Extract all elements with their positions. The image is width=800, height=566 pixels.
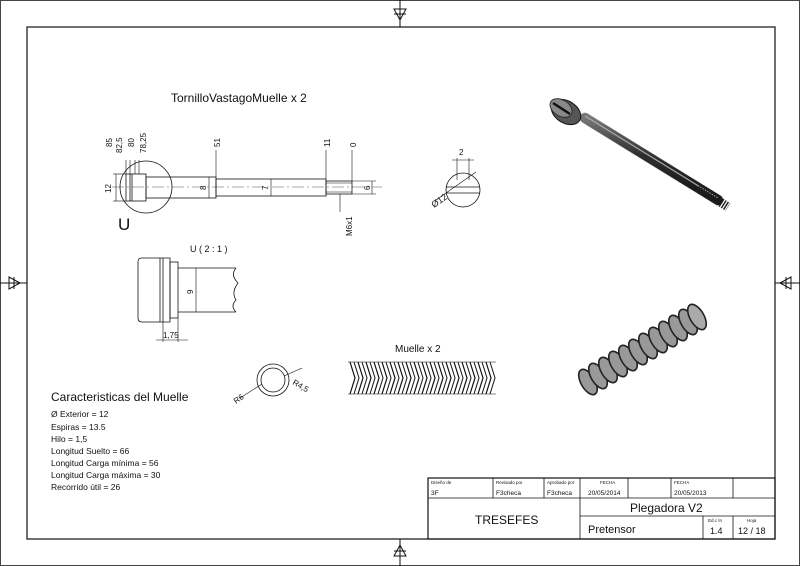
dim-11: 11 <box>323 138 332 147</box>
dim-ring-inner: R4,5 <box>291 378 311 395</box>
tb-value-fecha: 20/05/2013 <box>674 490 707 497</box>
dim-51: 51 <box>213 138 222 147</box>
tb-value-edicion: 1.4 <box>710 526 723 536</box>
characteristics-line: Longitud Suelto = 66 <box>51 446 129 456</box>
spring-isometric-render <box>577 303 708 396</box>
tb-value-revisado: F3checa <box>496 490 521 497</box>
characteristics-line: Recorrido útil = 26 <box>51 482 120 492</box>
screw-dimension-lines <box>113 150 376 212</box>
spring-end-view <box>239 363 303 399</box>
spring-side-view <box>348 361 496 395</box>
tb-value-diseno: 3F <box>431 490 439 497</box>
dim-82-5: 82,5 <box>115 137 124 153</box>
dim-slot: 2 <box>459 148 464 157</box>
tb-label-fecha: FECHA <box>674 480 689 485</box>
tb-label-diseno: Diseño de <box>431 480 452 485</box>
characteristics-line: Longitud Carga mínima = 56 <box>51 458 159 468</box>
tb-label-revisado: Revisado por <box>496 480 523 485</box>
tb-project: Plegadora V2 <box>630 501 703 515</box>
characteristics-line: Ø Exterior = 12 <box>51 409 109 419</box>
tb-value-hoja: 12 / 18 <box>738 526 766 536</box>
dim-thread: M6x1 <box>345 216 354 236</box>
characteristics-line: Longitud Carga máxima = 30 <box>51 470 161 480</box>
screw-isometric-render <box>549 98 731 211</box>
dim-dia-7: 7 <box>261 185 270 190</box>
characteristics-title: Caracteristicas del Muelle <box>51 390 189 404</box>
screw-side-view <box>112 160 382 214</box>
tb-value-fecha: 20/05/2014 <box>588 490 621 497</box>
dim-head-dia: Ø12 <box>429 192 449 210</box>
dim-ring-outer: R6 <box>232 392 246 406</box>
tb-label-aprobado: Aprobado por <box>547 480 575 485</box>
screw-title: TornilloVastagoMuelle x 2 <box>171 91 307 105</box>
dim-dia-8: 8 <box>199 185 208 190</box>
dim-dia-12: 12 <box>104 184 113 193</box>
tb-label-fecha: FECHA <box>600 480 615 485</box>
title-block <box>427 477 776 540</box>
characteristics-line: Hilo = 1,5 <box>51 434 87 444</box>
dim-dia-6: 6 <box>363 185 372 190</box>
characteristics-line: Espiras = 13.5 <box>51 422 106 432</box>
detail-callout: U <box>118 215 130 234</box>
tb-label-hoja: Hoja <box>747 518 757 523</box>
detail-u-view <box>137 257 239 342</box>
dim-78-25: 78,25 <box>139 132 148 153</box>
tb-company: TRESEFES <box>475 513 538 527</box>
spring-title: Muelle x 2 <box>395 344 441 355</box>
tb-part: Pretensor <box>588 524 636 536</box>
detail-title: U ( 2 : 1 ) <box>190 244 228 254</box>
dim-detail-len: 1,75 <box>163 331 179 340</box>
tb-value-aprobado: F3checa <box>547 490 572 497</box>
dim-0: 0 <box>349 142 358 147</box>
screw-head-end-view <box>435 158 481 208</box>
dim-detail-dia: 9 <box>186 289 195 294</box>
tb-label-edicion: Ed.c Ín <box>708 517 723 523</box>
dim-80: 80 <box>127 138 136 147</box>
dim-85: 85 <box>105 138 114 147</box>
